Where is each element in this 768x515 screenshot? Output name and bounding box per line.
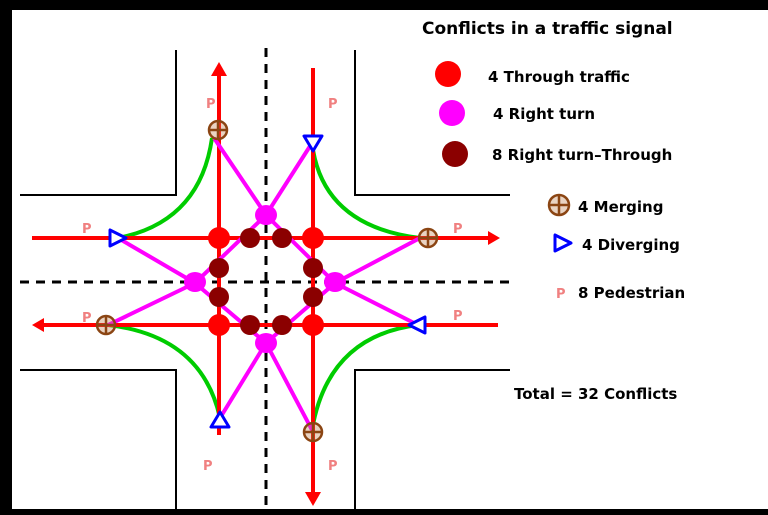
right-turn-conflict-dot — [255, 333, 277, 353]
pedestrian-marker: P — [328, 459, 338, 474]
right-turn-conflict-dot — [324, 272, 346, 292]
legend-label-pedestrian: 8 Pedestrian — [578, 284, 685, 302]
pedestrian-marker: P — [328, 97, 338, 112]
red-dot-icon — [435, 61, 461, 87]
right-turn-conflict-dot — [184, 272, 206, 292]
diagram-title: Conflicts in a traffic signal — [422, 19, 673, 39]
right-through-conflict-dot — [240, 228, 260, 248]
through-conflict-dot — [302, 227, 324, 249]
road-edges — [20, 50, 510, 509]
turn-path-ne — [310, 142, 421, 240]
pedestrian-p-icon: P — [556, 287, 566, 302]
turn-path-sw — [107, 323, 222, 419]
right-through-conflict-dot — [272, 315, 292, 335]
right-through-conflict-dot — [240, 315, 260, 335]
curb-bottom-right — [354, 369, 510, 509]
through-conflict-dot — [208, 227, 230, 249]
right-turn-path-1 — [212, 136, 314, 219]
right-turn-conflict-dot — [255, 205, 277, 225]
pedestrian-marker: P — [82, 311, 92, 326]
diverging-icon — [553, 233, 573, 253]
legend-label-through: 4 Through traffic — [488, 68, 630, 86]
through-arrowheads — [32, 62, 500, 506]
pedestrian-marker: P — [203, 459, 213, 474]
legend-label-right-through: 8 Right turn–Through — [492, 146, 672, 164]
right-through-conflicts — [209, 228, 323, 335]
curb-top-left — [20, 50, 177, 196]
merging-icon — [547, 193, 571, 217]
pedestrian-marker: P — [453, 222, 463, 237]
frame-top — [0, 0, 768, 10]
curb-top-right — [354, 50, 510, 196]
diverging-icon — [209, 410, 231, 429]
through-conflicts — [208, 227, 324, 336]
legend-label-merging: 4 Merging — [578, 198, 663, 216]
arrowhead-up — [211, 62, 227, 76]
right-turn-paths — [107, 136, 421, 431]
right-through-conflict-dot — [272, 228, 292, 248]
through-conflict-dot — [208, 314, 230, 336]
turn-path-se — [310, 323, 419, 431]
total-conflicts: Total = 32 Conflicts — [514, 385, 677, 403]
diverging-icon — [407, 315, 427, 335]
merging-icon — [417, 227, 439, 249]
pedestrian-marker: P — [82, 222, 92, 237]
pedestrian-marker: P — [206, 97, 216, 112]
right-through-conflict-dot — [303, 287, 323, 307]
merging-icon — [207, 119, 229, 141]
merging-conflicts — [95, 119, 439, 443]
magenta-dot-icon — [439, 100, 465, 126]
pedestrian-markers: P P P P P P P P — [82, 97, 463, 474]
left-turn-paths — [107, 137, 421, 431]
through-conflict-dot — [302, 314, 324, 336]
arrowhead-left — [32, 318, 44, 332]
diverging-icon — [302, 134, 324, 153]
curb-bottom-left — [20, 369, 177, 509]
maroon-dot-icon — [442, 141, 468, 167]
legend: 4 Through traffic 4 Right turn 8 Right t… — [435, 61, 685, 302]
arrowhead-right — [488, 231, 500, 245]
frame-left — [0, 0, 12, 515]
right-turn-conflicts — [184, 205, 346, 353]
legend-label-diverging: 4 Diverging — [582, 236, 680, 254]
pedestrian-marker: P — [453, 309, 463, 324]
diverging-conflicts — [108, 134, 427, 429]
arrowhead-down — [305, 492, 321, 506]
right-through-conflict-dot — [303, 258, 323, 278]
frame-bottom — [0, 509, 768, 515]
diverging-icon — [108, 228, 128, 248]
lane-dividers — [20, 48, 515, 509]
merging-icon — [95, 314, 117, 336]
right-through-conflict-dot — [209, 258, 229, 278]
merging-icon — [302, 421, 324, 443]
legend-label-right-turn: 4 Right turn — [493, 105, 595, 123]
right-through-conflict-dot — [209, 287, 229, 307]
turn-path-nw — [117, 137, 214, 240]
